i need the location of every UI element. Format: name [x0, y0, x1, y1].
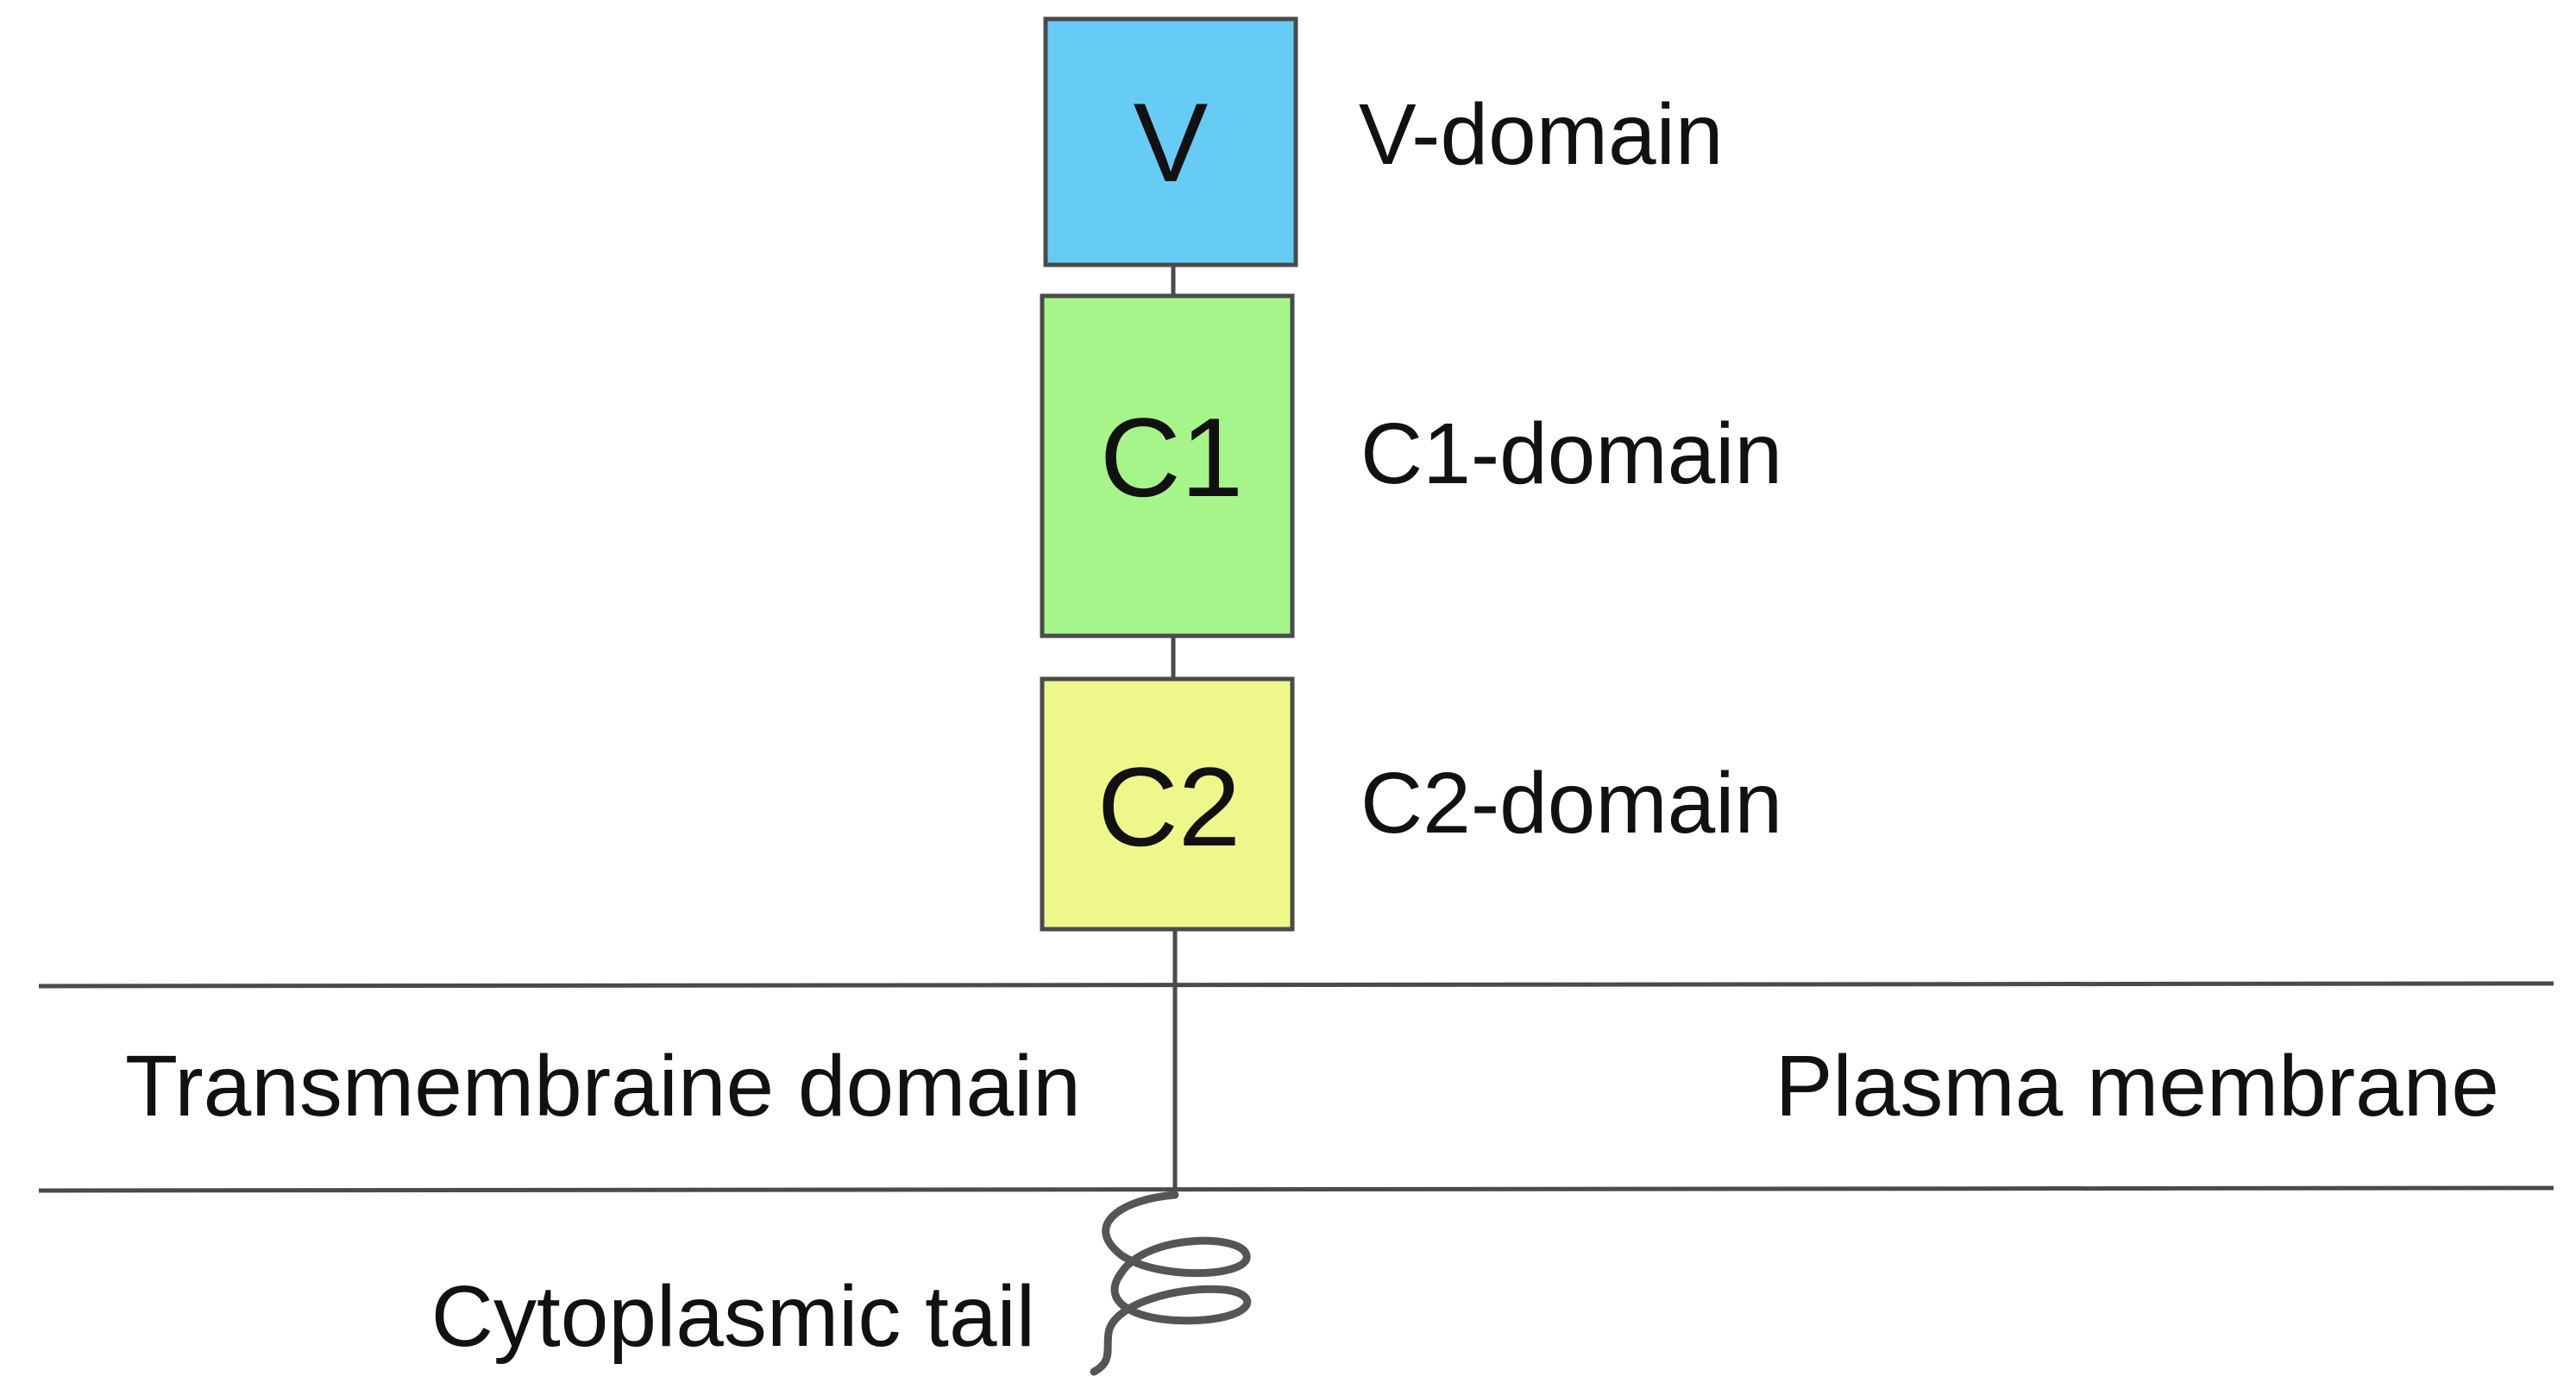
v-domain-box	[1043, 16, 1298, 267]
c2-domain-box-text: C2	[1097, 744, 1241, 870]
c1-domain-box	[1040, 293, 1295, 638]
plasma-membrane-label: Plasma membrane	[1775, 1038, 2499, 1134]
membrane-top-line	[38, 981, 2554, 989]
c1-domain-box-text: C1	[1100, 394, 1243, 520]
c2-domain: C2 C2-domain	[1040, 676, 1782, 932]
c1-domain: C1 C1-domain	[1040, 293, 1782, 638]
membrane-bottom-line	[38, 1185, 2554, 1193]
v-domain: V V-domain	[1043, 16, 1723, 267]
v-domain-box-text: V	[1134, 79, 1209, 205]
transmembrane-domain-label: Transmembraine domain	[125, 1038, 1081, 1134]
c1-domain-label: C1-domain	[1360, 405, 1782, 502]
c2-domain-label: C2-domain	[1360, 755, 1782, 852]
cytoplasmic-tail-label: Cytoplasmic tail	[431, 1268, 1035, 1365]
v-domain-label: V-domain	[1359, 86, 1723, 183]
c2-domain-box	[1040, 676, 1295, 932]
cytoplasmic-tail-coil-icon	[1090, 1191, 1252, 1376]
